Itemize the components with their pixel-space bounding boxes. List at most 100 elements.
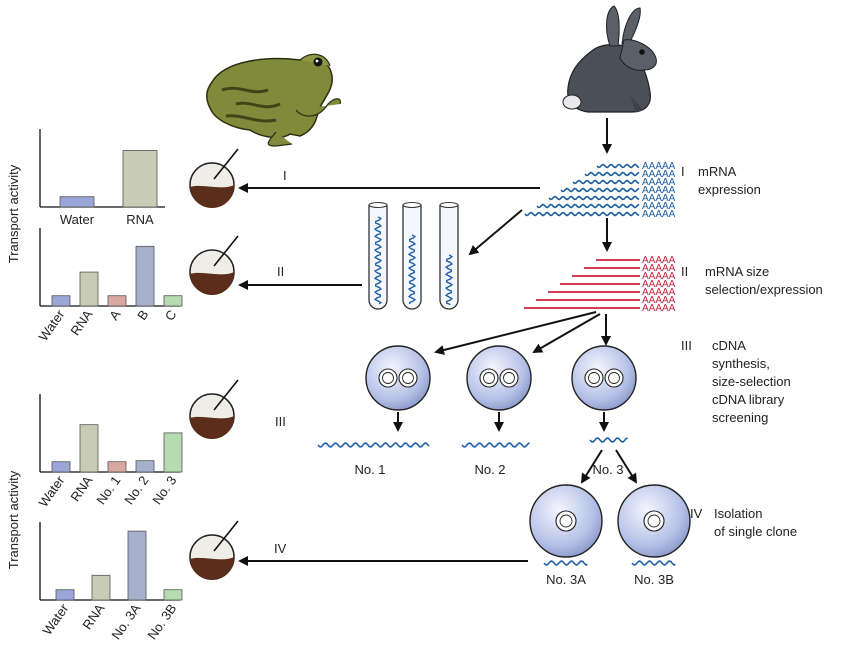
chart-3-bar-1 [51,461,71,473]
oocyte-2-vegetal-pole [190,272,235,296]
plate-1-colony-2-inner [402,372,414,384]
step-4-line-2: of single clone [714,524,797,539]
mrna-red-polyA-3: AAAAA [642,271,676,282]
mrna-blue-polyA-1: AAAAA [642,161,676,172]
plate-3 [571,345,637,411]
mrna-blue-strand-1 [596,163,640,169]
plate-1-colony-1-outer [378,368,398,388]
mrna-red-polyA-6: AAAAA [642,295,676,306]
oocyte-3-vegetal-pole [190,416,235,440]
step-3-line-4: cDNA library [712,392,785,407]
oocyte-4-vegetal-pole [190,557,235,581]
subclone-cdna-1 [543,560,588,566]
cdna-clone-1 [317,442,430,448]
step-4-line-1: Isolation [714,506,762,521]
subclone-plate-1-colony-inner [559,514,573,528]
chart-2-bar-5 [163,295,183,307]
chart-4-tick-label-4: No. 3B [144,601,179,642]
chart-3-tick-label-4: No. 2 [121,473,151,507]
oocyte-4 [189,520,239,581]
chart-2-tick-label-5: C [162,307,180,323]
chart-2-bar-4 [135,245,155,307]
mrna-blue-strand-4 [560,187,640,193]
subclone-label-1: No. 3A [546,572,586,587]
chart-2-tick-label-2: RNA [67,307,95,338]
test-tube-3-mrna [444,254,454,306]
clone-label-2: No. 2 [474,462,505,477]
mrna-red-polyA-2: AAAAA [642,263,676,274]
arrow-to-plate-1 [434,311,597,355]
arrow-to-subclone-b [615,449,638,484]
mrna-red-polyA-5: AAAAA [642,287,676,298]
subclone-plate-2 [617,484,691,558]
step-3-numeral: III [681,338,692,353]
chart-2-tick-label-1: Water [36,307,68,344]
cdna-clone-3 [589,437,628,443]
step-2-line-2: selection/expression [705,282,823,297]
mrna-blue-polyA-2: AAAAA [642,169,676,180]
test-tube-2 [402,201,422,310]
plate-3-colony-2-inner [608,372,620,384]
plate-1-colony-1-inner [382,372,394,384]
plate-3-dish [571,345,637,411]
test-tube-1-mrna [373,216,383,305]
mrna-blue-strand-3 [572,179,640,185]
chart-1-tick-label-2: RNA [126,212,154,227]
plate-2-colony-1-outer [479,368,499,388]
arrow-to-plate-2 [532,313,601,353]
arrow-label-4: IV [274,541,287,556]
rabbit-illustration [562,5,657,113]
subclone-cdna-2 [631,560,676,566]
mrna-blue-strand-7 [524,211,640,217]
chart-4-tick-label-3: No. 3A [108,601,143,642]
step-4-numeral: IV [690,506,703,521]
oocyte-1-injection-needle [213,148,239,180]
step-1-line-2: expression [698,182,761,197]
chart-4-bar-3 [127,530,147,601]
plate-3-colony-1-outer [584,368,604,388]
plate-1 [365,345,431,411]
plate-2-dish [466,345,532,411]
chart-2-tick-label-3: A [106,307,123,323]
chart-3-tick-label-5: No. 3 [149,473,179,507]
plate-3-colony-2-outer [604,368,624,388]
test-tube-2-rim [402,201,422,209]
chart-2-tick-label-4: B [134,307,151,323]
chart-3-bar-2 [79,424,99,473]
subclone-label-2: No. 3B [634,572,674,587]
chart-4-tick-label-1: Water [40,601,72,638]
chart-4-bar-2 [91,574,111,601]
subclone-plate-2-colony-outer [643,510,665,532]
mrna-blue-polyA-6: AAAAA [642,201,676,212]
plate-2 [466,345,532,411]
mrna-blue-polyA-5: AAAAA [642,193,676,204]
plate-2-colony-2-outer [499,368,519,388]
step-3-line-3: size-selection [712,374,791,389]
arrow-label-3: III [275,414,286,429]
mrna-blue-strand-5 [548,195,640,201]
chart-4-bar-1 [55,589,75,601]
chart-2-bar-2 [79,271,99,307]
mrna-red-polyA-1: AAAAA [642,255,676,266]
oocyte-3-injection-needle [213,379,239,411]
clone-label-3: No. 3 [592,462,623,477]
y-axis-label-top: Transport activity [6,164,21,263]
chart-3-tick-label-3: No. 1 [93,473,123,507]
chart-4-bar-4 [163,589,183,601]
subclone-plate-2-colony-inner [647,514,661,528]
chart-2-bar-3 [107,295,127,307]
test-tube-1-rim [368,201,388,209]
frog-illustration [206,53,341,147]
oocyte-4-injection-needle [213,520,239,552]
plate-1-dish [365,345,431,411]
mrna-red-polyA-7: AAAAA [642,303,676,314]
step-1-line-1: mRNA [698,164,737,179]
arrow-to-subclone-a [580,449,603,484]
oocyte-1 [189,148,239,209]
chart-1-bar-2 [122,150,158,208]
chart-1-tick-label-1: Water [60,212,95,227]
step-2-numeral: II [681,264,688,279]
test-tube-3-rim [439,201,459,209]
